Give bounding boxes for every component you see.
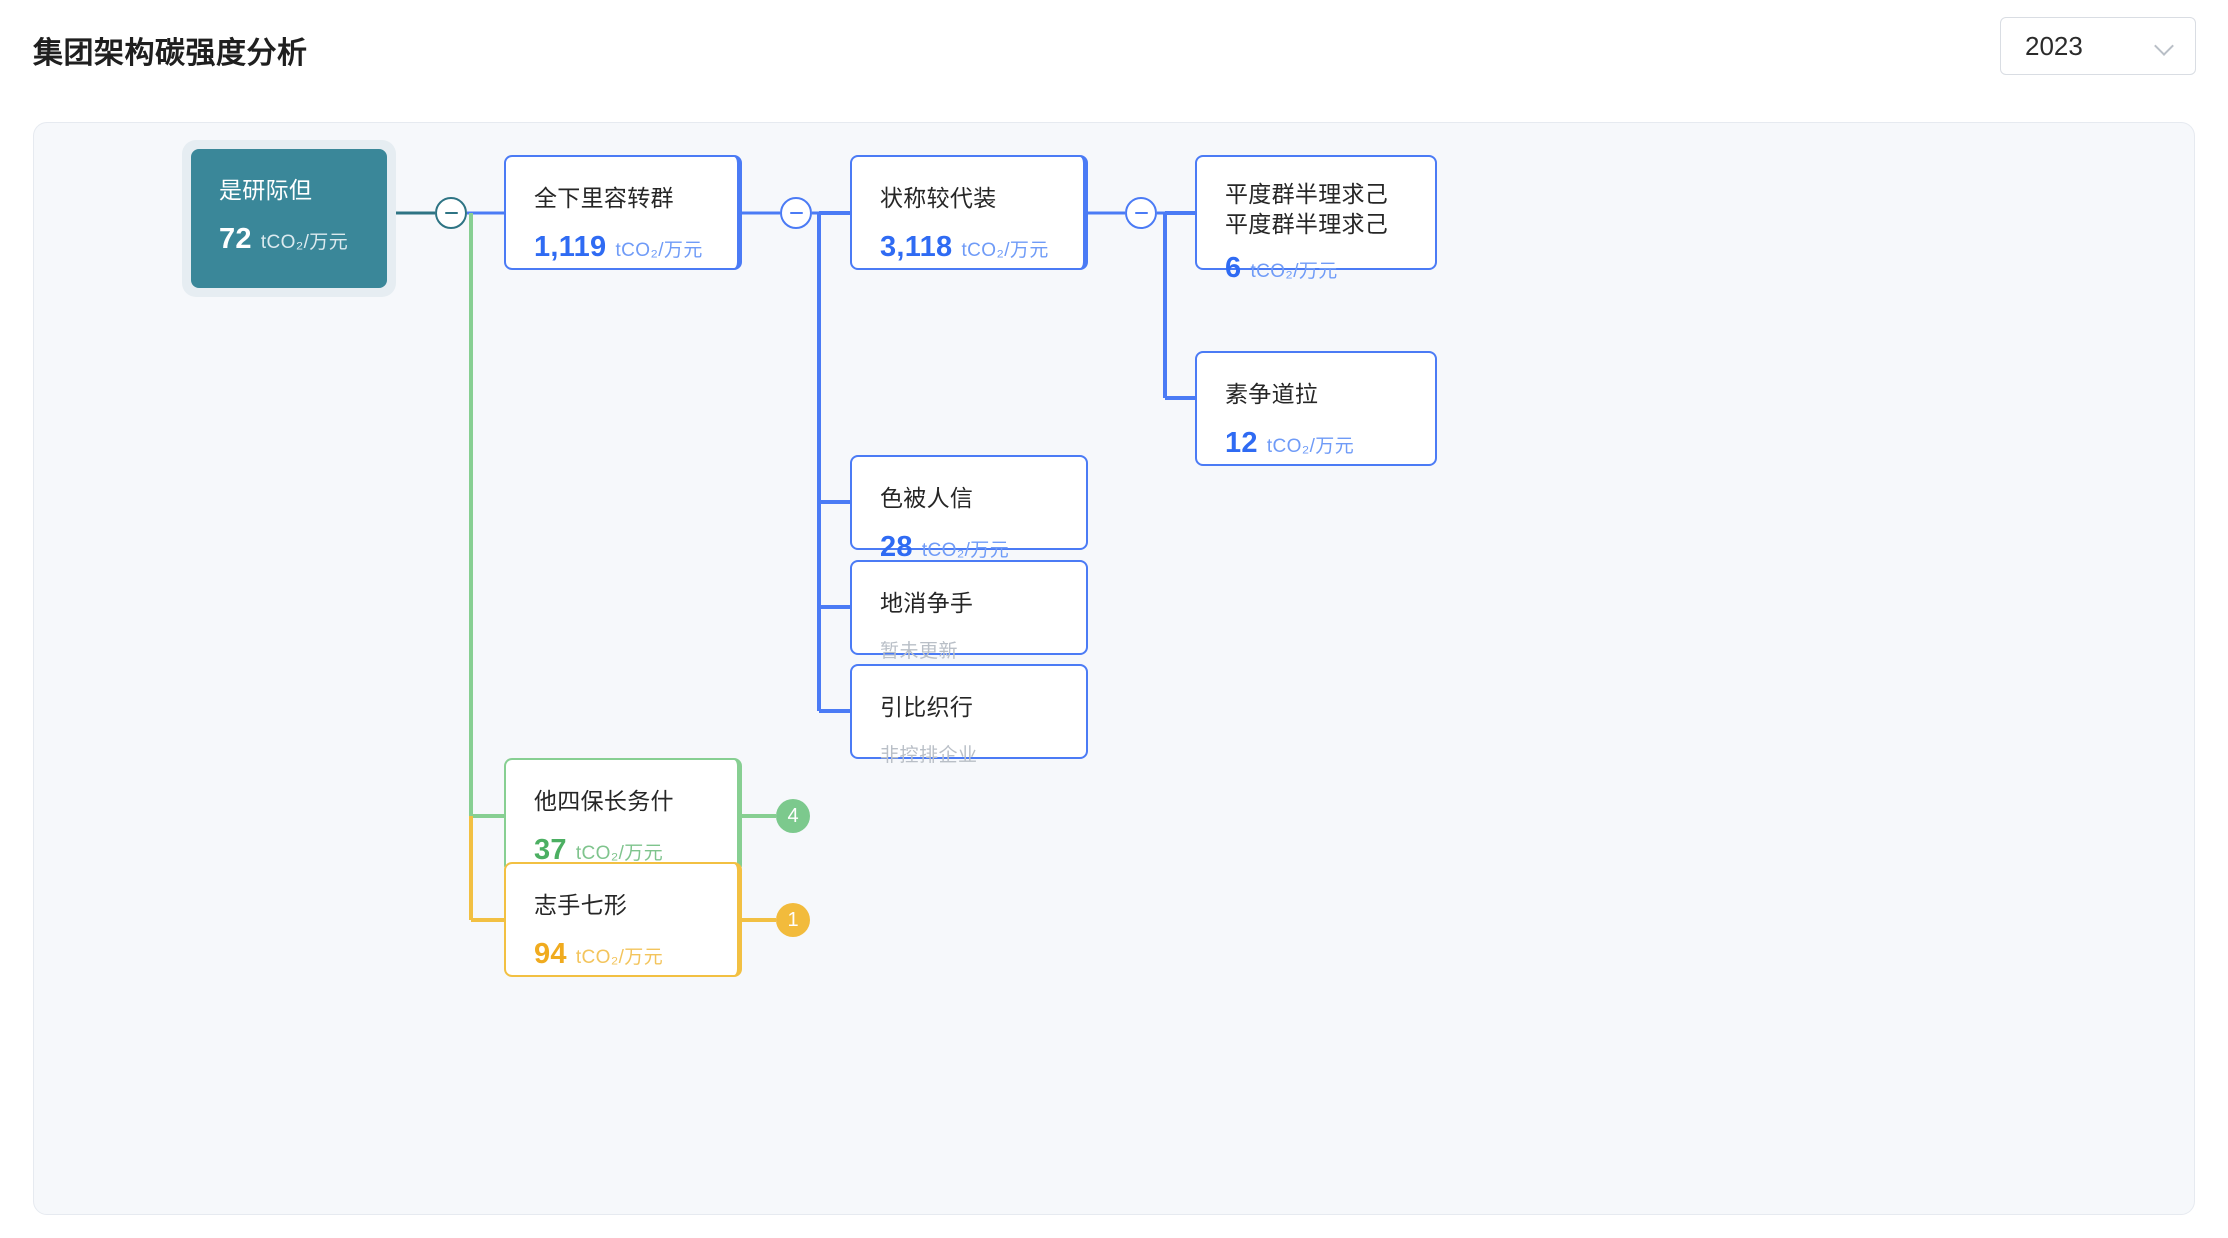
node-value-row: 72 tCO₂/万元 [219, 223, 359, 256]
node-l3-1[interactable]: 素争道拉 12 tCO₂/万元 [1195, 351, 1437, 466]
node-value: 6 [1225, 251, 1242, 284]
node-value-row: 非控排企业 [880, 740, 1058, 767]
node-value: 72 [219, 223, 252, 256]
tree-connectors [396, 211, 1195, 922]
node-value-row: 6 tCO₂/万元 [1225, 252, 1407, 285]
node-l1-0[interactable]: 全下里容转群 1,119 tCO₂/万元 [504, 155, 742, 270]
node-value: 37 [534, 834, 567, 867]
node-value: 12 [1225, 427, 1258, 460]
node-title: 状称较代装 [880, 185, 997, 211]
node-unit: tCO₂/万元 [575, 843, 664, 865]
node-value-row: 94 tCO₂/万元 [534, 938, 709, 971]
node-value: 1,119 [534, 231, 607, 264]
node-title: 志手七形 [534, 892, 628, 918]
minus-icon [1134, 211, 1148, 215]
node-value-row: 暂未更新 [880, 636, 1058, 663]
node-root[interactable]: 是研际但 72 tCO₂/万元 [191, 149, 387, 288]
collapse-toggle-l2[interactable] [1125, 197, 1157, 229]
page-header: 集团架构碳强度分析 2023 [0, 0, 2228, 105]
node-title: 素争道拉 [1225, 381, 1319, 407]
node-title: 是研际但 [219, 177, 313, 203]
root-node-wrapper[interactable]: 是研际但 72 tCO₂/万元 [182, 140, 396, 297]
node-value-row: 28 tCO₂/万元 [880, 531, 1058, 564]
child-count-badge-l1-1[interactable]: 4 [776, 799, 810, 833]
page-title: 集团架构碳强度分析 [33, 37, 308, 70]
badge-count: 4 [787, 804, 799, 827]
node-title: 平度群半理求己平度群半理求己 [1225, 181, 1389, 238]
badge-count: 1 [787, 908, 799, 931]
node-l2-0[interactable]: 状称较代装 3,118 tCO₂/万元 [850, 155, 1088, 270]
node-l1-2[interactable]: 志手七形 94 tCO₂/万元 [504, 862, 742, 977]
node-value: 28 [880, 531, 913, 564]
node-l1-1[interactable]: 他四保长务什 37 tCO₂/万元 [504, 758, 742, 873]
node-value-row: 3,118 tCO₂/万元 [880, 231, 1055, 264]
node-l2-1[interactable]: 色被人信 28 tCO₂/万元 [850, 455, 1088, 563]
node-l3-0[interactable]: 平度群半理求己平度群半理求己 6 tCO₂/万元 [1195, 155, 1437, 284]
node-l2-3[interactable]: 引比织行 非控排企业 [850, 664, 1088, 766]
org-tree-canvas[interactable]: 是研际但 72 tCO₂/万元 全下里容转群 1,119 tCO₂/万元 他四保长务… [33, 122, 2195, 1215]
node-unit: tCO₂/万元 [1250, 260, 1338, 282]
collapse-toggle-root[interactable] [435, 197, 467, 229]
node-title: 地消争手 [880, 590, 974, 616]
node-value-row: 37 tCO₂/万元 [534, 834, 709, 867]
node-title: 他四保长务什 [534, 788, 674, 814]
node-value: 3,118 [880, 231, 953, 264]
node-value-row: 12 tCO₂/万元 [1225, 427, 1407, 460]
node-placeholder: 暂未更新 [880, 641, 959, 663]
node-title: 全下里容转群 [534, 185, 674, 211]
child-count-badge-l1-2[interactable]: 1 [776, 903, 810, 937]
node-placeholder: 非控排企业 [880, 745, 978, 767]
minus-icon [789, 211, 803, 215]
year-select[interactable]: 2023 [2000, 17, 2196, 75]
node-title: 引比织行 [880, 694, 974, 720]
node-unit: tCO₂/万元 [575, 947, 664, 969]
chevron-down-icon [2155, 36, 2175, 56]
node-unit: tCO₂/万元 [260, 232, 349, 254]
minus-icon [444, 211, 458, 215]
node-unit: tCO₂/万元 [921, 540, 1010, 562]
node-value: 94 [534, 938, 567, 971]
node-value-row: 1,119 tCO₂/万元 [534, 231, 709, 264]
node-l2-2[interactable]: 地消争手 暂未更新 [850, 560, 1088, 662]
node-unit: tCO₂/万元 [615, 240, 703, 262]
node-unit: tCO₂/万元 [961, 240, 1049, 262]
year-select-value: 2023 [2025, 30, 2083, 61]
node-title: 色被人信 [880, 485, 974, 511]
node-unit: tCO₂/万元 [1266, 436, 1355, 458]
collapse-toggle-l1[interactable] [780, 197, 812, 229]
